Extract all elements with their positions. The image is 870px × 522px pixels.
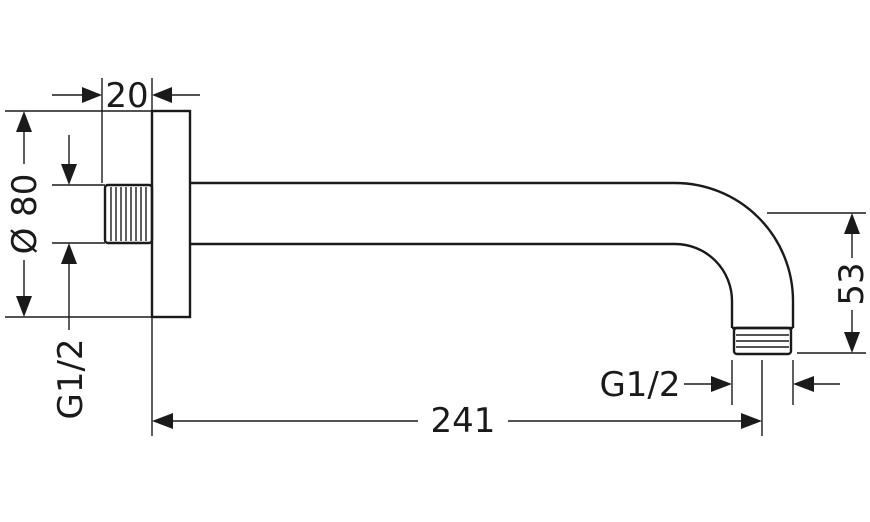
overall-length-label: 241 [431, 401, 496, 441]
shower-arm-pipe [190, 181, 795, 330]
drop-height-label: 53 [832, 262, 870, 305]
wall-flange [150, 109, 192, 319]
outlet-thread-label: G1/2 [599, 365, 680, 405]
dimension-outlet-thread: G1/2 [599, 360, 840, 405]
inlet-thread-nipple [103, 183, 154, 245]
dimension-flange-diameter: Ø 80 [5, 110, 152, 318]
flange-thickness-label: 20 [105, 76, 148, 116]
dimension-overall-length: 241 [151, 317, 763, 441]
outlet-thread [732, 326, 793, 356]
dimension-flange-thickness: 20 [52, 76, 200, 183]
dimension-drop-height: 53 [767, 212, 870, 354]
inlet-thread-label: G1/2 [51, 338, 91, 419]
flange-diameter-label: Ø 80 [5, 174, 45, 255]
dimension-inlet-thread: G1/2 [51, 135, 105, 420]
